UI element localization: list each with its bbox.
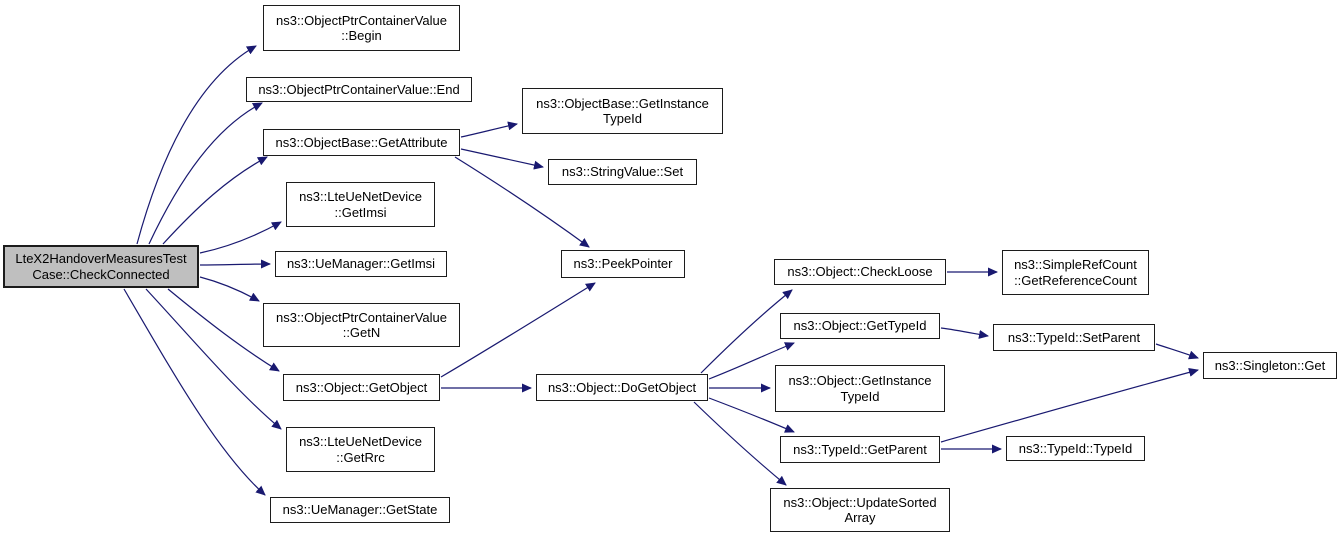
node-objectptrcontainervalue-end[interactable]: ns3::ObjectPtrContainerValue::End [246, 77, 472, 102]
node-stringvalue-set[interactable]: ns3::StringValue::Set [548, 159, 697, 185]
edge-getattribute-getinstance [460, 121, 518, 138]
node-object-dogetobject[interactable]: ns3::Object::DoGetObject [536, 374, 708, 401]
edge-checkconnected-begin [136, 45, 257, 245]
edge-gettypeid-setparent [940, 327, 989, 339]
edge-getobject-peekpointer [440, 282, 596, 378]
node-object-updatesortedarray[interactable]: ns3::Object::UpdateSorted Array [770, 488, 950, 532]
edge-checkconnected-getstate [123, 288, 266, 496]
edge-getattribute-peekpointer [454, 156, 590, 248]
node-simplerefcount-getreferencecount[interactable]: ns3::SimpleRefCount ::GetReferenceCount [1002, 250, 1149, 295]
node-object-getobject[interactable]: ns3::Object::GetObject [283, 374, 440, 401]
node-typeid-setparent[interactable]: ns3::TypeId::SetParent [993, 324, 1155, 351]
edge-checkconnected-getimsi-ue [199, 259, 271, 269]
edge-dogetobject-getparent [708, 397, 795, 433]
edge-getattribute-stringset [460, 148, 544, 170]
node-lteuenetdevice-getimsi[interactable]: ns3::LteUeNetDevice ::GetImsi [286, 182, 435, 227]
edge-getparent-singletonget [940, 367, 1199, 443]
node-objectptrcontainervalue-begin[interactable]: ns3::ObjectPtrContainerValue ::Begin [263, 5, 460, 51]
node-singleton-get[interactable]: ns3::Singleton::Get [1203, 352, 1337, 379]
node-objectbase-getinstancetypeid[interactable]: ns3::ObjectBase::GetInstance TypeId [522, 88, 723, 134]
edge-checkconnected-getattribute [162, 156, 268, 245]
node-check-connected: LteX2HandoverMeasuresTest Case::CheckCon… [3, 245, 199, 288]
edge-checkconnected-getn [199, 276, 260, 302]
edge-dogetobject-gettypeid [708, 342, 795, 380]
edge-dogetobject-updatesorted [693, 401, 787, 486]
edge-checkconnected-getobject [167, 288, 280, 372]
node-objectbase-getattribute[interactable]: ns3::ObjectBase::GetAttribute [263, 129, 460, 156]
node-lteuenetdevice-getrrc[interactable]: ns3::LteUeNetDevice ::GetRrc [286, 427, 435, 472]
node-object-checkloose[interactable]: ns3::Object::CheckLoose [774, 259, 946, 285]
edge-checkconnected-getimsi-dev [199, 221, 282, 254]
node-peekpointer[interactable]: ns3::PeekPointer [561, 250, 685, 278]
node-object-getinstancetypeid[interactable]: ns3::Object::GetInstance TypeId [775, 365, 945, 412]
node-uemanager-getstate[interactable]: ns3::UeManager::GetState [270, 497, 450, 523]
edge-setparent-singletonget [1155, 343, 1199, 360]
edge-checkconnected-end [148, 102, 263, 245]
node-uemanager-getimsi[interactable]: ns3::UeManager::GetImsi [275, 251, 447, 277]
edge-checkconnected-getrrc [145, 288, 282, 430]
node-objectptrcontainervalue-getn[interactable]: ns3::ObjectPtrContainerValue ::GetN [263, 303, 460, 347]
node-object-gettypeid[interactable]: ns3::Object::GetTypeId [780, 313, 940, 339]
node-typeid-getparent[interactable]: ns3::TypeId::GetParent [780, 436, 940, 463]
node-typeid-typeid[interactable]: ns3::TypeId::TypeId [1006, 436, 1145, 461]
edge-dogetobject-checkloose [700, 289, 793, 374]
